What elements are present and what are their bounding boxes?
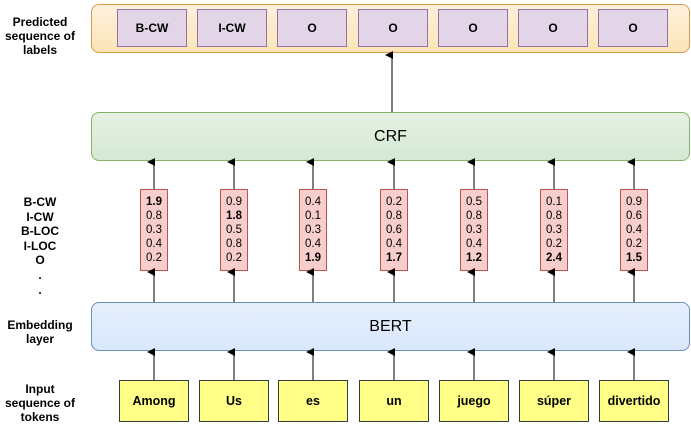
score-value: 1.5 xyxy=(626,252,642,264)
score-value: 0.4 xyxy=(305,238,321,250)
input-token: juego xyxy=(439,380,509,422)
predicted-label: B-CW xyxy=(117,9,187,47)
score-value: 1.9 xyxy=(146,196,162,208)
score-value: 1.9 xyxy=(305,252,321,264)
score-column: 1.9 0.8 0.3 0.4 0.2 xyxy=(140,189,168,271)
score-value: 2.4 xyxy=(546,252,562,264)
input-token: un xyxy=(359,380,429,422)
class-name: . xyxy=(38,267,42,282)
score-column: 0.9 1.8 0.5 0.8 0.2 xyxy=(220,189,248,271)
input-token: Us xyxy=(199,380,269,422)
score-value: 0.1 xyxy=(305,210,321,222)
score-value: 0.4 xyxy=(626,224,642,236)
score-value: 0.6 xyxy=(386,224,402,236)
score-value: 0.5 xyxy=(466,196,482,208)
class-name: . xyxy=(38,282,42,297)
score-value: 0.3 xyxy=(146,224,162,236)
embedding-layer-caption: Embedding layer xyxy=(7,318,73,346)
score-value: 0.8 xyxy=(146,210,162,222)
class-name: O xyxy=(35,253,45,268)
crf-layer: CRF xyxy=(91,112,690,161)
score-value: 1.2 xyxy=(466,252,482,264)
score-value: 0.2 xyxy=(546,238,562,250)
score-value: 0.4 xyxy=(386,238,402,250)
score-value: 0.8 xyxy=(226,238,242,250)
score-value: 0.8 xyxy=(466,210,482,222)
score-value: 0.9 xyxy=(226,196,242,208)
input-token: es xyxy=(278,380,348,422)
score-value: 0.3 xyxy=(305,224,321,236)
score-value: 0.3 xyxy=(546,224,562,236)
predicted-label: I-CW xyxy=(197,9,267,47)
score-value: 0.8 xyxy=(546,210,562,222)
input-tokens-caption: Input sequence of tokens xyxy=(4,382,76,424)
predicted-label: O xyxy=(358,9,428,47)
score-value: 0.5 xyxy=(226,224,242,236)
class-name: I-CW xyxy=(26,209,54,224)
score-value: 0.2 xyxy=(226,252,242,264)
score-column: 0.1 0.8 0.3 0.2 2.4 xyxy=(540,189,568,271)
score-column: 0.2 0.8 0.6 0.4 1.7 xyxy=(380,189,408,271)
score-value: 0.6 xyxy=(626,210,642,222)
score-value: 0.1 xyxy=(546,196,562,208)
input-token: Among xyxy=(119,380,189,422)
score-value: 0.3 xyxy=(466,224,482,236)
score-value: 0.4 xyxy=(146,238,162,250)
score-value: 0.4 xyxy=(466,238,482,250)
input-token: súper xyxy=(519,380,589,422)
class-name: B-LOC xyxy=(21,224,59,239)
score-value: 1.7 xyxy=(386,252,402,264)
class-name: B-CW xyxy=(23,195,57,209)
score-value: 1.8 xyxy=(226,210,242,222)
score-column: 0.5 0.8 0.3 0.4 1.2 xyxy=(460,189,488,271)
score-column: 0.4 0.1 0.3 0.4 1.9 xyxy=(299,189,327,271)
input-token: divertido xyxy=(599,380,669,422)
predicted-label: O xyxy=(277,9,347,47)
score-value: 0.2 xyxy=(386,196,402,208)
predicted-label: O xyxy=(598,9,668,47)
predicted-label: O xyxy=(438,9,508,47)
bert-layer: BERT xyxy=(91,302,690,351)
score-value: 0.9 xyxy=(626,196,642,208)
class-name: I-LOC xyxy=(23,238,57,253)
score-value: 0.8 xyxy=(386,210,402,222)
predicted-label: O xyxy=(518,9,588,47)
score-value: 0.2 xyxy=(146,252,162,264)
score-value: 0.4 xyxy=(305,196,321,208)
score-column: 0.9 0.6 0.4 0.2 1.5 xyxy=(620,189,648,271)
predicted-labels-caption: Predicted sequence of labels xyxy=(4,15,76,57)
score-value: 0.2 xyxy=(626,238,642,250)
